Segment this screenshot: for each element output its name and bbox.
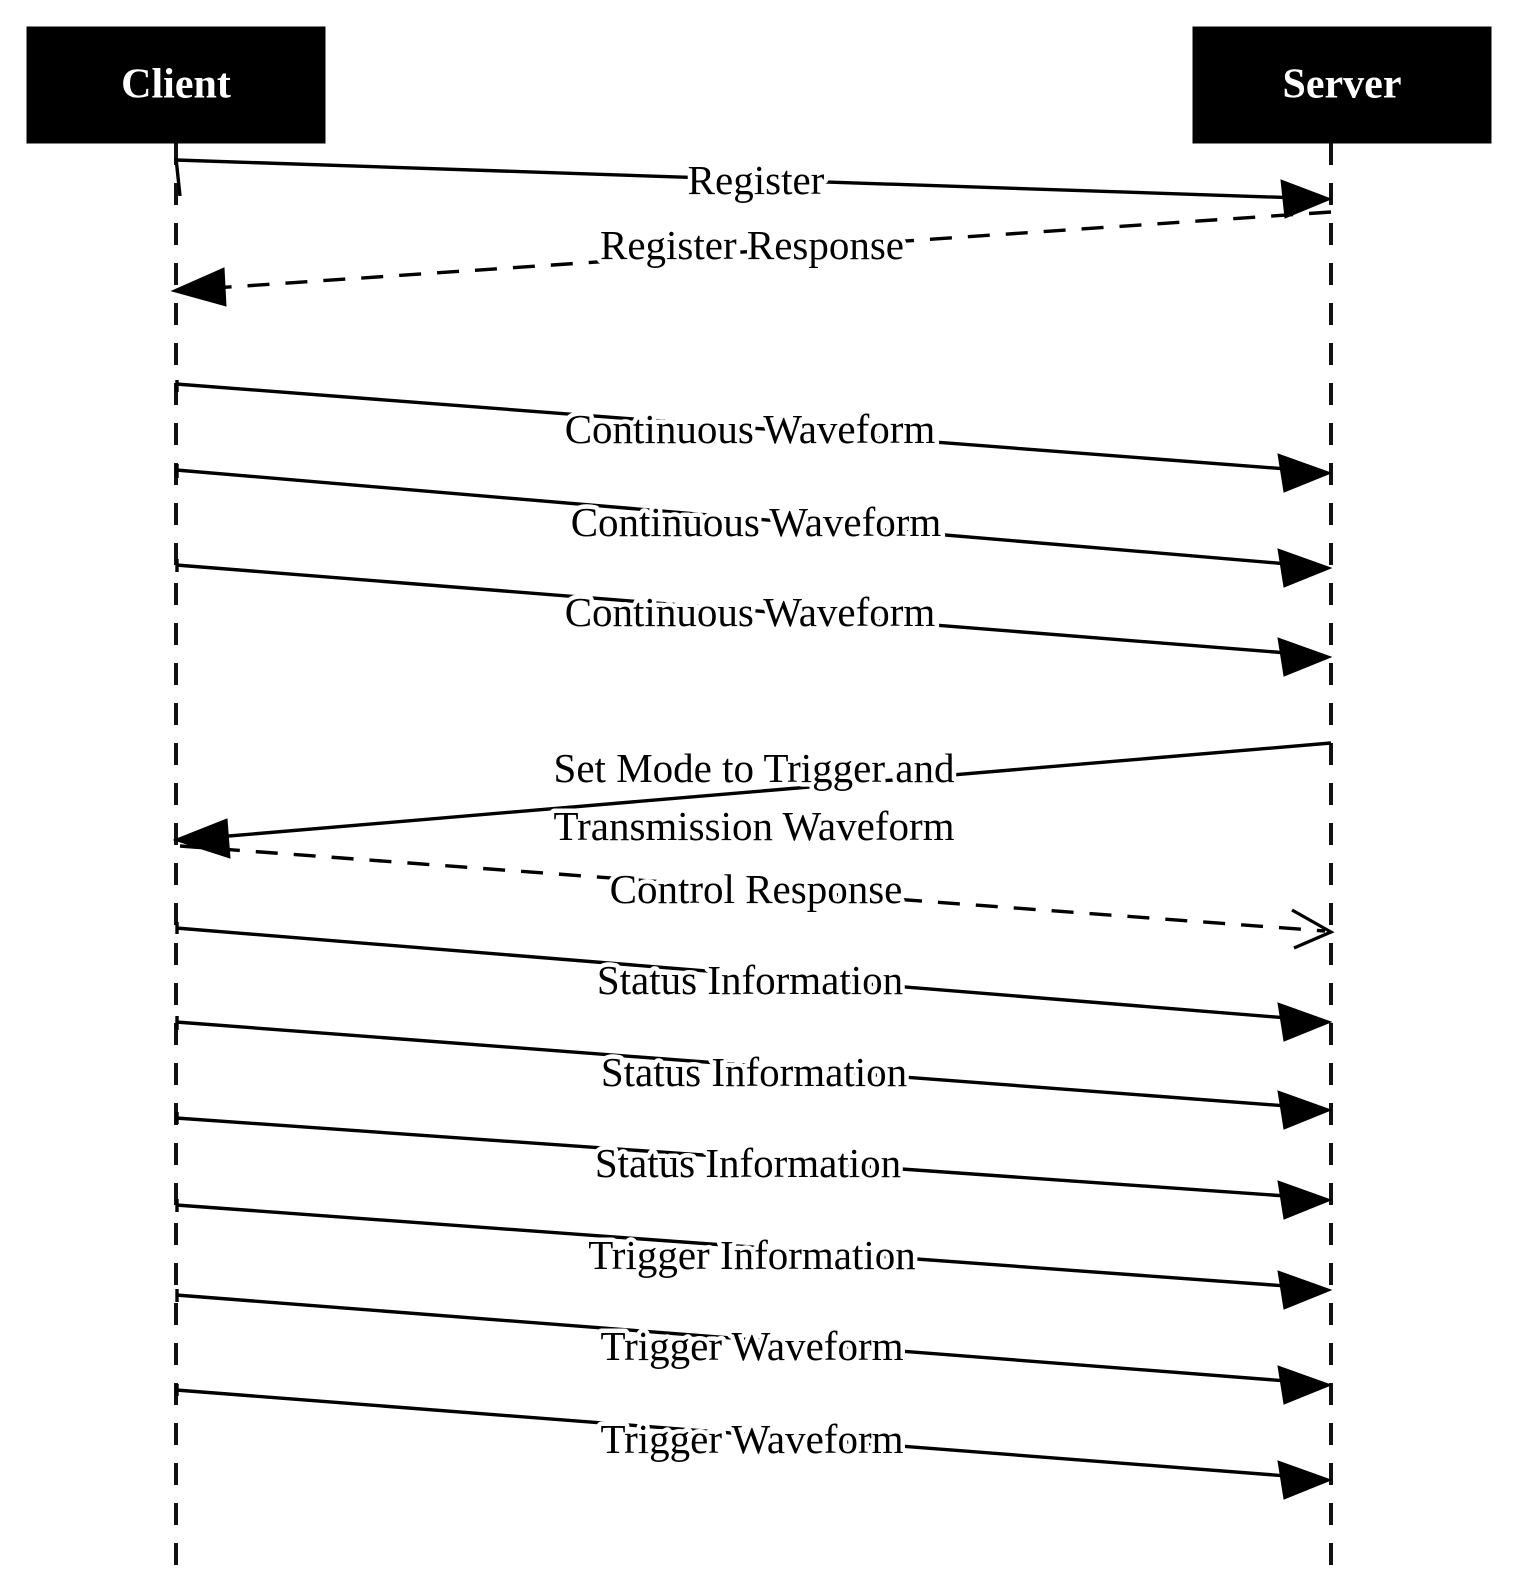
message-label-11: Trigger Information [588, 1232, 916, 1278]
message-label-2: Register Response [600, 222, 904, 268]
message-label-5: Continuous Waveform [565, 589, 936, 635]
message-label-9: Status Information [601, 1049, 907, 1095]
message-trigger-waveform-2[interactable]: Trigger Waveform [175, 1384, 1333, 1500]
arrowhead-9 [1277, 1090, 1333, 1130]
message-status-information-2[interactable]: Status Information [175, 1016, 1333, 1130]
arrowhead-13 [1277, 1460, 1333, 1500]
message-register-response[interactable]: Register Response [170, 210, 1332, 307]
actor-client-box [26, 26, 326, 144]
arrowhead-11 [1277, 1270, 1333, 1310]
message-trigger-waveform-1[interactable]: Trigger Waveform [175, 1289, 1333, 1405]
message-control-response[interactable]: Control Response [179, 844, 1335, 950]
message-line-6 [204, 741, 1332, 840]
message-label-3: Continuous Waveform [565, 406, 936, 452]
message-label-13: Trigger Waveform [600, 1416, 903, 1462]
arrowhead-6 [172, 818, 231, 859]
message-continuous-waveform-3[interactable]: Continuous Waveform [175, 559, 1333, 677]
message-label-6-line1: Set Mode to Trigger and [554, 745, 955, 791]
message-label-7: Control Response [610, 866, 903, 912]
message-register[interactable]: Register [174, 153, 1333, 219]
arrowhead-12 [1277, 1365, 1333, 1405]
arrowhead-8 [1277, 1002, 1333, 1042]
message-set-mode-trigger[interactable]: Set Mode to Trigger and Transmission Wav… [172, 741, 1332, 859]
message-line-1 [175, 158, 1301, 200]
message-trigger-information[interactable]: Trigger Information [175, 1199, 1333, 1310]
message-label-1: Register [688, 157, 825, 203]
message-line-5 [175, 563, 1301, 656]
message-label-12: Trigger Waveform [600, 1323, 903, 1369]
arrowhead-3 [1277, 453, 1333, 493]
message-label-10: Status Information [595, 1140, 901, 1186]
message-status-information-1[interactable]: Status Information [175, 922, 1333, 1042]
message-continuous-waveform-1[interactable]: Continuous Waveform [175, 380, 1333, 493]
message-label-8: Status Information [597, 957, 903, 1003]
message-line-13 [175, 1388, 1301, 1479]
arrowhead-4 [1277, 548, 1333, 588]
actor-server[interactable]: Server [1192, 26, 1492, 144]
arrowhead-5 [1277, 637, 1333, 677]
arrowhead-10 [1277, 1180, 1333, 1220]
message-line-9 [175, 1020, 1301, 1109]
message-line-11 [175, 1203, 1301, 1289]
actor-client[interactable]: Client [26, 26, 326, 144]
message-line-10 [175, 1116, 1301, 1199]
message-line-7 [179, 844, 1326, 933]
arrowhead-2 [170, 267, 227, 307]
message-line-3 [175, 382, 1301, 472]
message-line-12 [175, 1293, 1301, 1384]
message-line-4 [175, 468, 1301, 567]
actor-server-box [1192, 26, 1492, 144]
message-continuous-waveform-2[interactable]: Continuous Waveform [175, 464, 1333, 588]
arrowhead-1 [1280, 179, 1333, 219]
message-line-8 [175, 926, 1301, 1021]
message-status-information-3[interactable]: Status Information [175, 1112, 1333, 1220]
actor-server-label: Server [1283, 62, 1402, 108]
message-label-4: Continuous Waveform [571, 499, 942, 545]
message-label-6-line2: Transmission Waveform [553, 803, 954, 849]
actor-client-label: Client [121, 62, 231, 108]
arrowhead-7 [1291, 908, 1335, 950]
